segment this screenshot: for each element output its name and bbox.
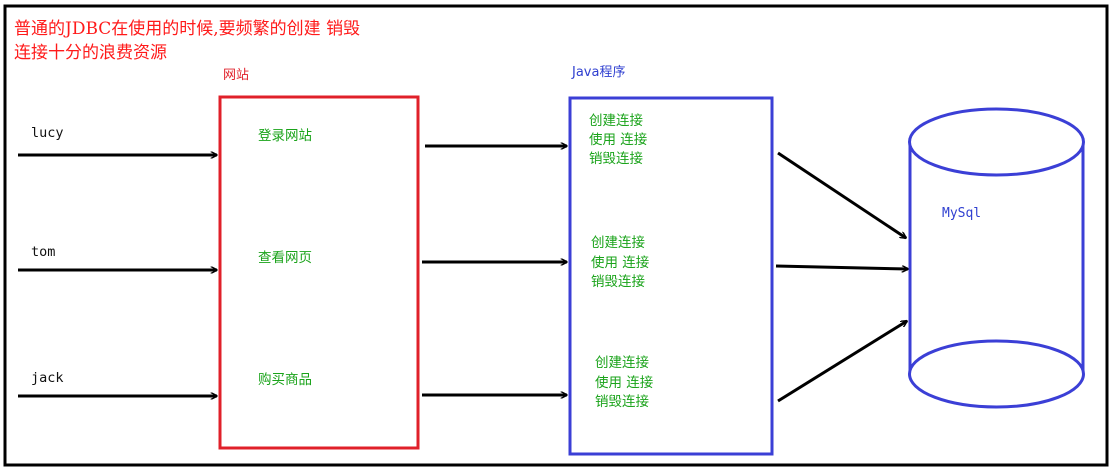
- java-block-1-destroy: 销毁连接: [589, 151, 643, 167]
- website-item-purchase: 购买商品: [258, 372, 312, 388]
- java-box: [568, 96, 774, 456]
- java-block-1-use: 使用 连接: [589, 132, 648, 148]
- java-block-1-create: 创建连接: [589, 113, 643, 129]
- java-block-3-destroy: 销毁连接: [595, 394, 649, 410]
- java-block-3-use: 使用 连接: [595, 375, 654, 391]
- java-title: Java程序: [572, 65, 626, 80]
- arrow-java-to-db-1: [777, 151, 906, 238]
- note-line-2: 连接十分的浪费资源: [14, 43, 167, 63]
- arrow-java-to-db-3: [777, 319, 907, 403]
- java-block-2-use: 使用 连接: [591, 255, 650, 271]
- database-label: MySql: [942, 206, 982, 221]
- arrow-java-to-db-2: [775, 264, 908, 269]
- user-jack: jack: [31, 370, 64, 386]
- java-block-2-create: 创建连接: [591, 235, 645, 251]
- outer-frame: [3, 4, 1109, 467]
- website-item-browse: 查看网页: [258, 250, 312, 266]
- website-box: [218, 95, 420, 450]
- java-block-3-create: 创建连接: [595, 355, 649, 371]
- user-lucy: lucy: [31, 125, 64, 141]
- user-tom: tom: [31, 244, 56, 260]
- website-title: 网站: [223, 68, 250, 83]
- database-cylinder: [908, 107, 1085, 409]
- java-block-2-destroy: 销毁连接: [591, 274, 645, 290]
- note-line-1: 普通的JDBC在使用的时候,要频繁的创建 销毁: [14, 19, 361, 39]
- website-item-login: 登录网站: [258, 128, 312, 144]
